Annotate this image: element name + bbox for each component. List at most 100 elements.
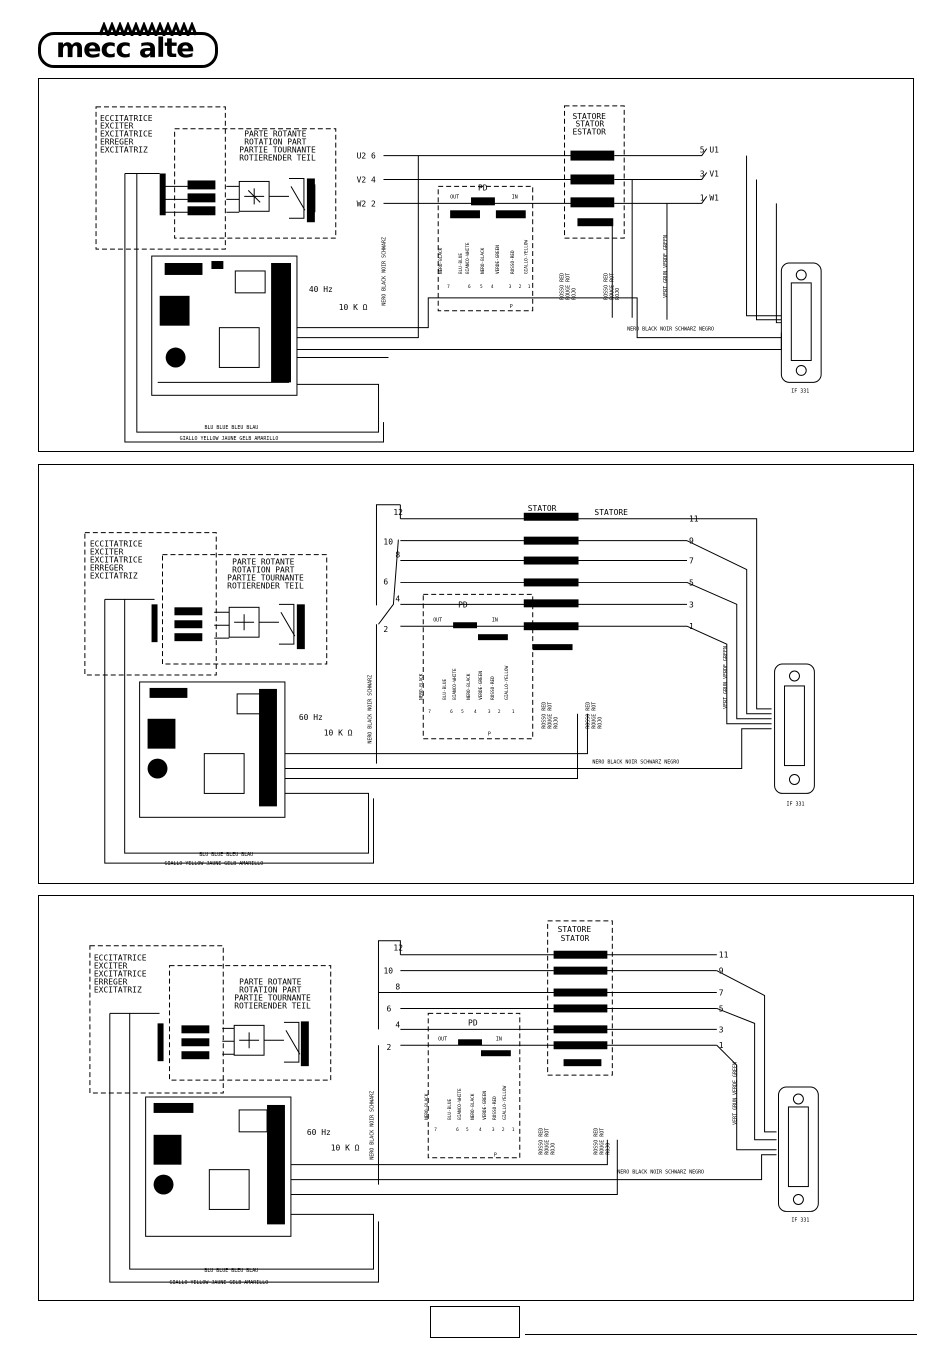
rosso-a-0: ROSSO RED bbox=[560, 273, 566, 300]
pd-wire-3: NERO-BLACK bbox=[470, 1093, 476, 1120]
stator-label: STATOR bbox=[528, 504, 557, 513]
connector-label: IF 331 bbox=[791, 1217, 809, 1223]
exciter-label-2: EXCITATRICE bbox=[94, 970, 147, 979]
out-label: OUT bbox=[433, 617, 442, 623]
rosso-a-2: ROJO bbox=[554, 717, 560, 729]
terminal-w1: 1 W1 bbox=[700, 193, 719, 202]
rotating-label-0: PARTE ROTANTE bbox=[244, 130, 306, 139]
pd-label: PD bbox=[458, 600, 468, 609]
rotating-label-3: ROTIERENDER TEIL bbox=[227, 581, 304, 590]
pd-wire-4: VERDE-GREEN bbox=[478, 671, 484, 700]
blu-label: BLU BLUE BLEU BLAU bbox=[204, 425, 258, 431]
verde-label: VERT GRUN VERDE GREEN bbox=[733, 1062, 739, 1125]
right-num-4: 3 bbox=[689, 600, 694, 609]
right-num-1: 9 bbox=[689, 537, 694, 546]
exciter-label-0: ECCITATRICE bbox=[100, 114, 153, 123]
connector-1 bbox=[780, 262, 822, 383]
pd-wire-3: NERO-BLACK bbox=[480, 247, 486, 274]
exciter-label-1: EXCITER bbox=[94, 962, 128, 971]
rosso-a-2: ROJO bbox=[571, 288, 577, 300]
rosso-b-1: ROUGE ROT bbox=[599, 1128, 605, 1155]
pd-pin-1: 6 bbox=[450, 709, 453, 715]
exciter-label-3: ERREGER bbox=[100, 138, 134, 147]
left-num-5: 2 bbox=[383, 625, 388, 634]
pd-pin-6: 1 bbox=[512, 1127, 515, 1133]
pd-label: PD bbox=[468, 1018, 478, 1027]
wiring-diagram-1-svg: ECCITATRICE EXCITER EXCITATRICE ERREGER … bbox=[95, 105, 822, 443]
pd-pin-1: 6 bbox=[468, 284, 471, 290]
left-num-0: 12 bbox=[393, 944, 403, 953]
terminal-u1: 5 U1 bbox=[700, 146, 719, 155]
in-label: IN bbox=[496, 1036, 502, 1042]
rosso-b-2: ROJO bbox=[615, 288, 621, 300]
wiring-diagram-3: ECCITATRICE EXCITER EXCITATRICE ERREGER … bbox=[38, 895, 914, 1301]
exciter-label-4: EXCITATRIZ bbox=[94, 986, 142, 995]
pd-wire-4: VERDE-GREEN bbox=[482, 1091, 488, 1120]
rotating-label-0: PARTE ROTANTE bbox=[239, 978, 301, 987]
left-num-2: 8 bbox=[395, 983, 400, 992]
rosso-b-0: ROSSO RED bbox=[593, 1128, 599, 1155]
stator-label-1: STATOR bbox=[561, 934, 590, 943]
rosso-a-1: ROUGE ROT bbox=[548, 702, 554, 729]
right-num-2: 7 bbox=[719, 989, 724, 998]
avr-board-1 bbox=[151, 255, 298, 396]
rosso-a-1: ROUGE ROT bbox=[565, 273, 571, 300]
pd-wire-1: BLU-BLUE bbox=[447, 1099, 453, 1120]
giallo-label: GIALLO YELLOW JAUNE GELB AMARILLO bbox=[164, 861, 263, 867]
pd-pin-5: 2 bbox=[502, 1127, 505, 1133]
rosso-a-0: ROSSO RED bbox=[539, 1128, 545, 1155]
wiring-diagram-3-svg: ECCITATRICE EXCITER EXCITATRICE ERREGER … bbox=[89, 920, 819, 1286]
exciter-label-3: ERREGER bbox=[94, 978, 128, 987]
rosso-b-1: ROUGE ROT bbox=[591, 702, 597, 729]
mecc-alte-logo: mecc alte bbox=[38, 22, 222, 72]
avr-board-3 bbox=[145, 1096, 292, 1237]
right-num-2: 7 bbox=[689, 557, 694, 566]
pd-pin-0: 7 bbox=[428, 709, 431, 715]
exciter-box bbox=[95, 106, 226, 250]
exciter-label-2: EXCITATRICE bbox=[90, 556, 143, 565]
pd-wire-5: ROSSO-RED bbox=[490, 676, 496, 700]
p-label: P bbox=[510, 304, 513, 310]
terminal-u2: U2 6 bbox=[357, 152, 376, 161]
nero-label: NERO BLACK NOIR SCHWARZ NEGRO bbox=[592, 760, 679, 766]
rotating-label-3: ROTIERENDER TEIL bbox=[239, 154, 316, 163]
pd-wire-4: VERDE-GREEN bbox=[495, 245, 501, 274]
pd-box bbox=[427, 1012, 521, 1159]
left-num-5: 2 bbox=[386, 1043, 391, 1052]
pd-box bbox=[437, 185, 534, 312]
logo-crown-icon bbox=[98, 22, 198, 36]
pd-wire-5: ROSSO-RED bbox=[492, 1096, 498, 1120]
pd-wire-2: BIANCO-WHITE bbox=[457, 1088, 463, 1120]
pd-pin-1: 6 bbox=[456, 1127, 459, 1133]
left-num-1: 10 bbox=[383, 967, 393, 976]
out-label: OUT bbox=[438, 1036, 447, 1042]
pd-pin-4: 3 bbox=[492, 1127, 495, 1133]
rotating-label-2: PARTIE TOURNANTE bbox=[234, 993, 311, 1002]
rosso-b-2: ROJO bbox=[605, 1143, 611, 1155]
in-label: IN bbox=[512, 194, 518, 200]
connector-label: IF 331 bbox=[787, 801, 805, 807]
p-label: P bbox=[488, 732, 491, 738]
page-number-box bbox=[430, 1306, 520, 1338]
verde-label: VERT GRUN VERDE GREEN bbox=[663, 235, 669, 298]
right-num-3: 5 bbox=[719, 1004, 724, 1013]
right-num-5: 1 bbox=[719, 1041, 724, 1050]
hz-label: 60 Hz bbox=[299, 713, 323, 722]
verde-label: VERT GRUN VERDE GREEN bbox=[723, 646, 729, 709]
statore-label: STATORE bbox=[594, 508, 628, 517]
pd-pin-2: 5 bbox=[466, 1127, 469, 1133]
pd-pin-3: 4 bbox=[491, 284, 494, 290]
logo-frame bbox=[38, 32, 218, 68]
rosso-a-0: ROSSO RED bbox=[542, 702, 548, 729]
exciter-label-1: EXCITER bbox=[100, 122, 134, 131]
exciter-label-0: ECCITATRICE bbox=[94, 954, 147, 963]
pd-wire-1: BLU-BLUE bbox=[442, 679, 448, 700]
rosso-b-2: ROJO bbox=[597, 717, 603, 729]
pd-wire-6: GIALLO-YELLOW bbox=[502, 1085, 508, 1119]
pd-box bbox=[422, 593, 534, 740]
connector-3 bbox=[778, 1086, 819, 1212]
blu-label: BLU BLUE BLEU BLAU bbox=[199, 852, 253, 858]
stator-label-2: ESTATOR bbox=[572, 128, 606, 137]
avr-board-2 bbox=[139, 681, 286, 818]
rosso-a-1: ROUGE ROT bbox=[545, 1128, 551, 1155]
